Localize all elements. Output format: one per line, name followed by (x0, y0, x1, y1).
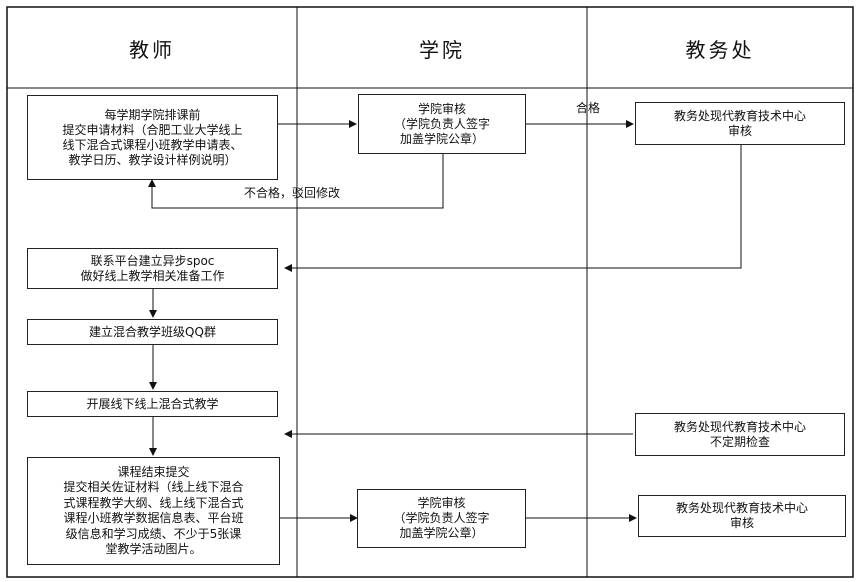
arrow-fail-loop (148, 154, 444, 209)
label-fail: 不合格，驳回修改 (244, 186, 341, 200)
box-office-check: 教务处现代教育技术中心 不定期检查 (635, 413, 845, 456)
box-office-review-2: 教务处现代教育技术中心 审核 (638, 495, 846, 537)
box-college-review-2: 学院审核 （学院负责人签字 加盖学院公章） (357, 489, 526, 548)
box-apply: 每学期学院排课前 提交申请材料（合肥工业大学线上 线下混合式课程小班教学申请表、… (27, 95, 278, 180)
box-college-review-1: 学院审核 （学院负责人签字 加盖学院公章） (358, 94, 526, 154)
box-spoc: 联系平台建立异步spoc 做好线上教学相关准备工作 (27, 248, 278, 289)
box-teaching: 开展线下线上混合式教学 (27, 391, 278, 417)
box-office-review-1: 教务处现代教育技术中心 审核 (635, 102, 845, 145)
box-course-end: 课程结束提交 提交相关佐证材料（线上线下混合 式课程教学大纲、线上线下混合式 课… (27, 457, 280, 565)
box-qq-group: 建立混合教学班级QQ群 (27, 319, 278, 345)
lane-title-office: 教务处 (685, 38, 755, 62)
outer-frame (6, 6, 854, 578)
lane-title-college: 学院 (419, 38, 465, 62)
arrow-office-to-spoc (284, 145, 742, 272)
lane-title-teacher: 教师 (129, 38, 175, 62)
label-pass: 合格 (576, 101, 601, 115)
